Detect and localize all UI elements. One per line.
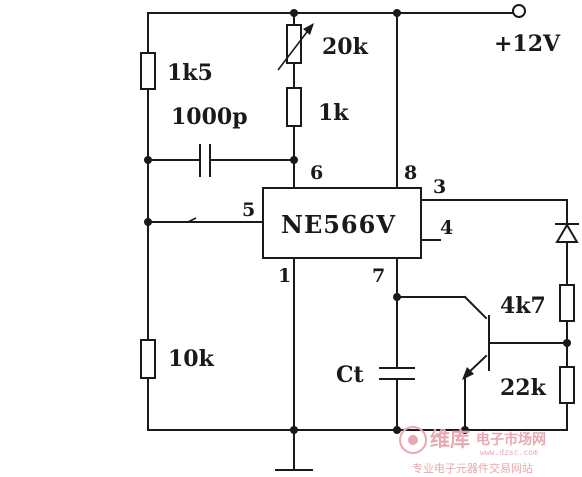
junction-dot [461, 426, 469, 434]
diode-triangle [555, 223, 579, 243]
pin-6-label: 6 [310, 162, 323, 184]
resistor-1k [286, 87, 302, 127]
junction-dot [290, 426, 298, 434]
transistor-collector [463, 295, 488, 320]
junction-dot [393, 9, 401, 17]
watermark-tagline: 专业电子元器件交易网站 [412, 461, 533, 475]
label-20k: 20k [322, 34, 369, 60]
resistor-22k [559, 366, 575, 404]
ic-name: NE566V [281, 210, 396, 239]
watermark-logo: 维库 电子市场网 www.dzsc.com 专业电子元器件交易网站 [399, 426, 546, 475]
resistor-20k-variable [286, 24, 302, 64]
label-10k: 10k [168, 346, 215, 372]
watermark-logo-core [408, 435, 418, 445]
watermark-brand-sub: 电子市场网 [476, 431, 546, 448]
label-1000p: 1000p [171, 104, 248, 130]
variable-arrow-shaft [277, 27, 311, 71]
junction-dot [290, 9, 298, 17]
label-4k7: 4k7 [500, 293, 546, 319]
resistor-10k [140, 339, 156, 379]
resistor-4k7 [559, 284, 575, 322]
watermark-brand: 维库 [430, 427, 470, 451]
pin-7-label: 7 [372, 265, 385, 287]
supply-label: +12V [494, 31, 561, 57]
pin-4-label: 4 [440, 217, 453, 239]
label-1k5: 1k5 [167, 60, 213, 86]
junction-dot [144, 156, 152, 164]
watermark-url: www.dzsc.com [480, 448, 538, 457]
label-ct: Ct [336, 362, 365, 388]
junction-dot [563, 339, 571, 347]
watermark-logo-icon [399, 426, 427, 454]
pin-3-label: 3 [433, 176, 446, 198]
pin5-wire-tick [187, 217, 197, 223]
resistor-1k5 [140, 52, 156, 90]
supply-terminal [512, 4, 526, 18]
junction-dot [393, 293, 401, 301]
label-1k: 1k [318, 100, 349, 126]
pin-1-label: 1 [278, 265, 291, 287]
label-22k: 22k [500, 375, 547, 401]
ic-body [262, 187, 422, 259]
junction-dot [144, 218, 152, 226]
junction-dot [393, 426, 401, 434]
pin-5-label: 5 [242, 199, 255, 221]
pin-8-label: 8 [404, 162, 417, 184]
variable-arrow-head [303, 23, 314, 35]
junction-dot [290, 156, 298, 164]
